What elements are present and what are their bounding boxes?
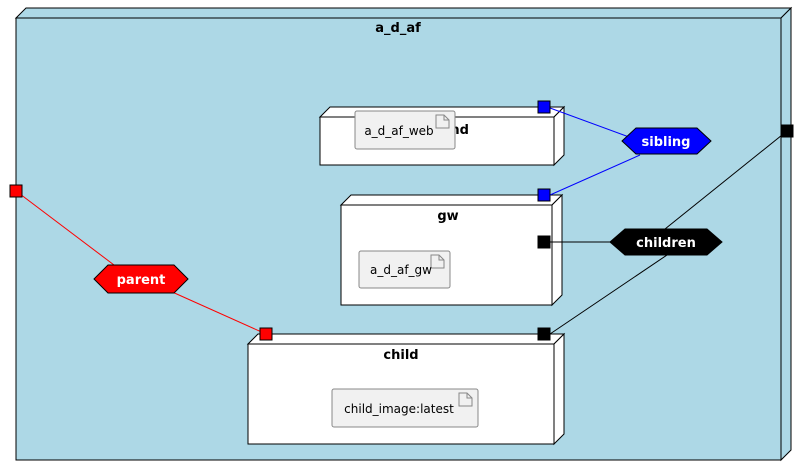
edge-frontend-sibling — [549, 107, 641, 142]
artifact-label: child_image:latest — [344, 402, 454, 416]
children-label: children — [636, 236, 696, 251]
gw-side-face — [551, 193, 563, 307]
artifact-label: a_d_af_gw — [370, 263, 432, 277]
relation-children[interactable]: children — [609, 228, 723, 256]
child-side-face — [553, 332, 565, 446]
frontend-side-face — [553, 105, 565, 167]
node-frontend: frontend a_d_af_web — [318, 105, 566, 167]
artifact-label: a_d_af_web — [364, 124, 433, 138]
artifact-box — [358, 250, 451, 289]
artifact-icon — [430, 254, 445, 269]
parent-hexagon[interactable] — [93, 264, 189, 294]
port-child-children[interactable] — [537, 327, 551, 341]
child-title: child — [383, 348, 418, 363]
artifact-box — [331, 388, 479, 428]
edge-container-parent — [15, 190, 119, 269]
child-top-face — [246, 333, 566, 345]
relation-parent[interactable]: parent — [93, 264, 189, 294]
edge-container-children — [664, 130, 788, 230]
node-gw: gw a_d_af_gw — [339, 193, 564, 307]
artifact-icon — [458, 392, 473, 407]
port-frontend[interactable] — [537, 100, 551, 114]
parent-label: parent — [117, 273, 166, 288]
port-child-parent[interactable] — [259, 327, 273, 341]
edge-child-children — [549, 252, 671, 335]
artifact-a_d_af_gw: a_d_af_gw — [358, 250, 451, 289]
sibling-hexagon[interactable] — [621, 127, 712, 155]
edge-gw-sibling — [549, 154, 641, 196]
gw-title: gw — [437, 209, 458, 224]
artifact-icon — [435, 114, 450, 129]
port-gw-sibling[interactable] — [537, 188, 551, 202]
port-container-children[interactable] — [780, 124, 794, 138]
children-hexagon[interactable] — [609, 228, 723, 256]
ports — [9, 100, 794, 341]
container-side-face — [780, 6, 792, 462]
edge-child-parent — [169, 290, 267, 335]
relation-sibling[interactable]: sibling — [621, 127, 712, 155]
artifact-child_image: child_image:latest — [331, 388, 479, 428]
port-container-parent[interactable] — [9, 184, 23, 198]
sibling-label: sibling — [642, 135, 691, 150]
artifact-box — [354, 110, 456, 150]
container-top-face — [14, 7, 793, 19]
node-child: child child_image:latest — [246, 332, 566, 446]
gw-top-face — [339, 194, 564, 206]
edges — [15, 107, 788, 335]
container-title: a_d_af — [375, 21, 421, 36]
port-gw-children[interactable] — [537, 235, 551, 249]
artifact-a_d_af_web: a_d_af_web — [354, 110, 456, 150]
